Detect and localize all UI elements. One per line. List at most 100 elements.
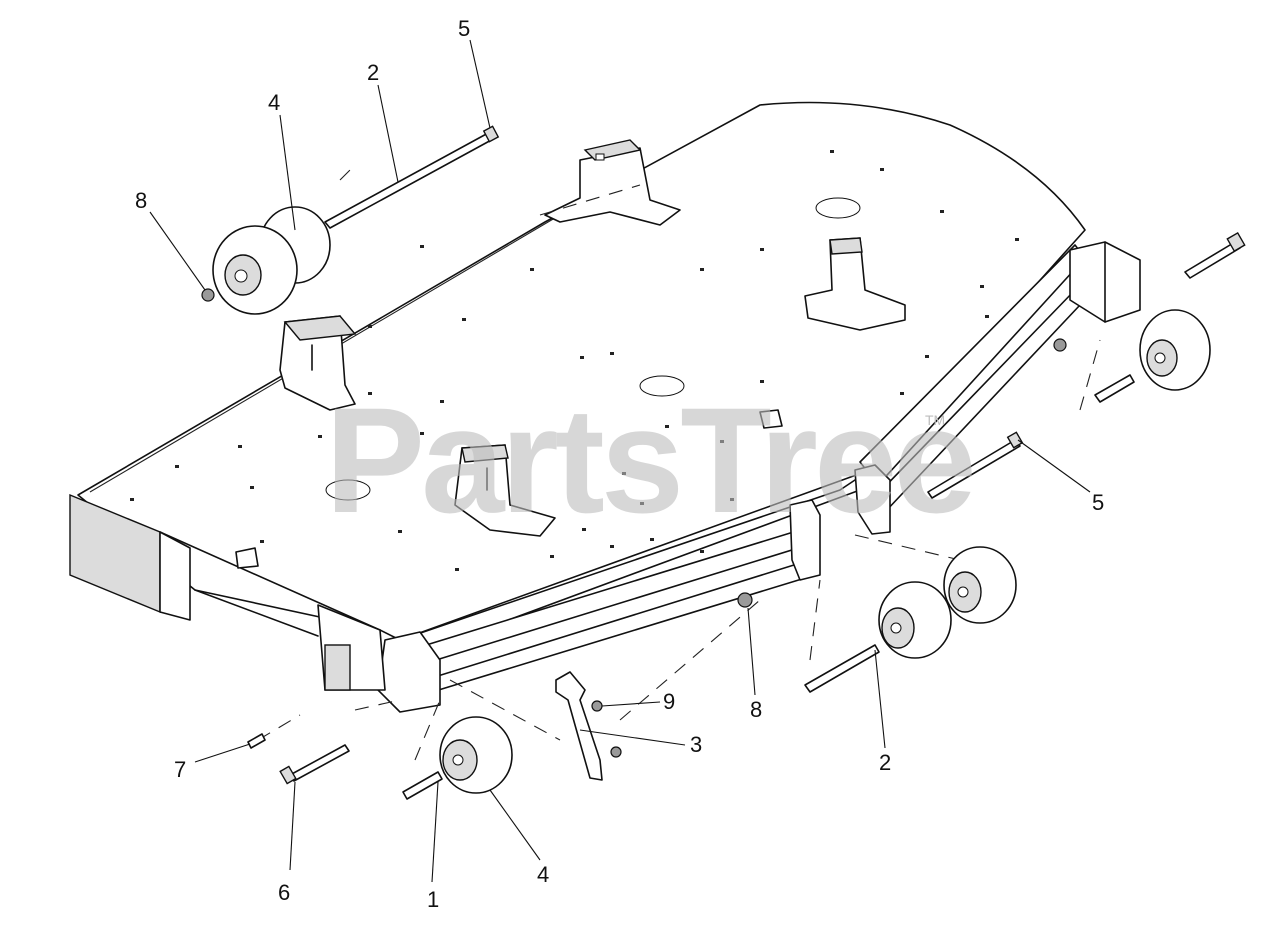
nut-right <box>1053 338 1067 352</box>
bracket-front-left <box>279 315 357 411</box>
nut-9 <box>591 700 603 712</box>
callout-1: 1 <box>427 887 439 912</box>
deck-bolt-hole <box>550 555 554 558</box>
deck-bolt-hole <box>985 315 989 318</box>
deck-bolt-hole <box>1015 238 1019 241</box>
deck-bolt-hole <box>900 392 904 395</box>
leader-5-top <box>469 39 491 129</box>
deck-bolt-hole <box>238 445 242 448</box>
spindle-hole-center <box>639 375 685 397</box>
nut-left <box>201 288 215 302</box>
callout-3: 3 <box>690 732 702 757</box>
callout-2-bot: 2 <box>879 750 891 775</box>
deck-bolt-hole <box>640 502 644 505</box>
deck-bolt-hole <box>440 400 444 403</box>
wheel-bottom-left <box>439 716 513 794</box>
callout-8-left: 8 <box>135 188 147 213</box>
partstree-watermark: PartsTree TM <box>325 376 977 544</box>
deck-bolt-hole <box>582 528 586 531</box>
deck-bolt-hole <box>980 285 984 288</box>
assembly-guide-lines <box>257 169 1101 761</box>
callout-2-top: 2 <box>367 60 379 85</box>
callout-5-top: 5 <box>458 16 470 41</box>
deck-top-surface <box>77 101 1086 641</box>
callout-9: 9 <box>663 689 675 714</box>
deck-bolt-hole <box>530 268 534 271</box>
bolt-long-top <box>324 125 500 229</box>
leader-8-mid <box>747 607 756 696</box>
deck-bolt-holes <box>130 150 1019 578</box>
deck-bolt-hole <box>420 245 424 248</box>
deck-bolt-hole <box>420 432 424 435</box>
leader-4-top <box>279 114 296 231</box>
deck-bolt-hole <box>700 268 704 271</box>
wheel-right-rear <box>1139 309 1211 391</box>
leader-2-top <box>377 84 399 183</box>
deck-bolt-hole <box>610 352 614 355</box>
spindle-hole-left <box>325 479 371 501</box>
wheel-top-left <box>212 206 331 315</box>
deck-front-skirt-side <box>159 531 191 621</box>
watermark-trademark: TM <box>925 412 945 428</box>
watermark-text: PartsTree <box>325 376 973 544</box>
deck-bolt-hole <box>665 425 669 428</box>
deck-bolt-hole <box>250 486 254 489</box>
deck-bolt-hole <box>580 356 584 359</box>
bracket-rear-right <box>804 237 906 331</box>
bracket-3 <box>555 671 603 781</box>
leader-2-bot <box>874 649 886 749</box>
deck-bolt-hole <box>650 538 654 541</box>
deck-bolt-hole <box>925 355 929 358</box>
deck-bolt-hole <box>462 318 466 321</box>
bracket-front-right-corner <box>789 499 821 581</box>
deck-bolt-hole <box>940 210 944 213</box>
leader-5-right <box>1017 439 1091 493</box>
pin-7 <box>247 733 266 749</box>
leader-8-left <box>149 211 206 291</box>
deck-bolt-hole <box>730 498 734 501</box>
deck-bolt-hole <box>720 440 724 443</box>
callout-7: 7 <box>174 757 186 782</box>
bracket-rear-center <box>544 139 681 226</box>
bolt-long-right <box>927 431 1024 499</box>
deck-bolt-hole <box>622 472 626 475</box>
part-callouts: 5 2 4 8 5 9 3 8 2 7 6 4 1 <box>135 16 1104 912</box>
deck-bolt-hole <box>368 325 372 328</box>
spacer-bottom-left <box>402 771 443 800</box>
callout-4-bot: 4 <box>537 862 549 887</box>
bolt-6 <box>279 744 350 785</box>
spindle-openings <box>325 197 861 501</box>
deck-bolt-hole <box>760 380 764 383</box>
deck-bolt-hole <box>130 498 134 501</box>
nut-mid <box>737 592 753 608</box>
deck-bolt-hole <box>880 168 884 171</box>
deck-bolt-hole <box>260 540 264 543</box>
bolt-right-top <box>1184 231 1246 279</box>
deck-bolt-hole <box>398 530 402 533</box>
leader-6 <box>289 781 296 871</box>
leader-3 <box>579 729 686 746</box>
spacer-bottom <box>804 644 880 693</box>
deck-bolt-hole <box>318 435 322 438</box>
spindle-hole-right <box>815 197 861 219</box>
spacer-right <box>1094 374 1135 403</box>
deck-bolt-hole <box>760 248 764 251</box>
deck-bolt-hole <box>455 568 459 571</box>
anti-scalp-bar-right <box>854 241 1141 535</box>
deck-bolt-hole <box>368 392 372 395</box>
anti-scalp-bar-front <box>317 499 821 713</box>
leader-4-bot <box>489 789 541 861</box>
callout-5-right: 5 <box>1092 490 1104 515</box>
leader-7 <box>194 743 251 763</box>
callout-4-top: 4 <box>268 90 280 115</box>
deck-bolt-hole <box>175 465 179 468</box>
leader-1 <box>431 781 439 883</box>
callout-8-mid: 8 <box>750 697 762 722</box>
leader-9 <box>601 701 661 707</box>
callout-6: 6 <box>278 880 290 905</box>
deck-bolt-hole <box>700 550 704 553</box>
deck-bolt-hole <box>830 150 834 153</box>
mower-deck <box>69 101 1086 661</box>
wheel-bottom-right-pair <box>878 546 1017 659</box>
